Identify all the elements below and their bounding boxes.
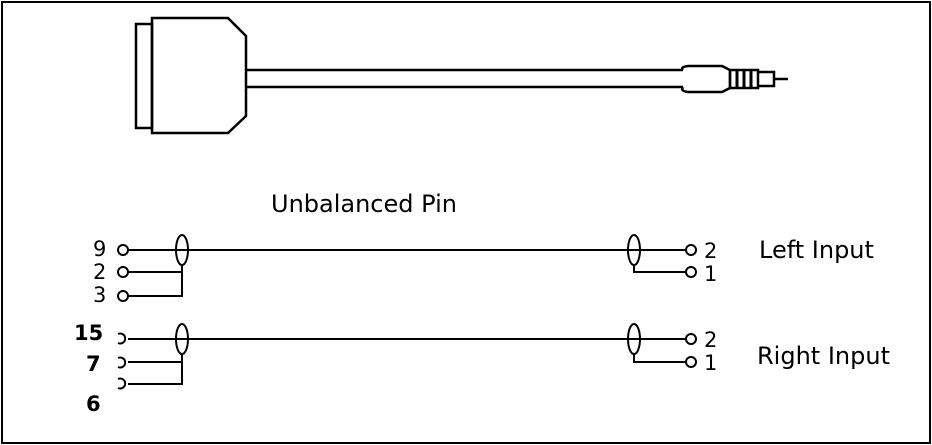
terminal-circle — [685, 356, 697, 368]
left-source-pin-3: 3 — [93, 283, 106, 307]
terminal-circle — [685, 333, 697, 345]
left-source-pin-1: 9 — [93, 237, 106, 261]
right-input-label: Right Input — [757, 342, 890, 370]
right-dest-pin-2: 1 — [704, 351, 717, 375]
cable-illustration — [134, 16, 788, 135]
right-channel: 15 7 6 2 1 Right Input — [74, 321, 890, 416]
terminal-circle — [685, 244, 697, 256]
right-return-wire — [633, 354, 686, 363]
left-ground-wires — [128, 265, 183, 297]
connector-body — [150, 16, 248, 135]
left-dest-pin-1: 2 — [704, 239, 717, 263]
terminal-half-circle — [117, 332, 127, 345]
left-dest-pin-2: 1 — [704, 262, 717, 286]
right-dest-pin-1: 2 — [704, 328, 717, 352]
terminal-half-circle — [117, 377, 127, 390]
right-ground-wires — [128, 354, 183, 385]
terminal-half-circle — [117, 356, 127, 369]
left-channel: 9 2 3 2 1 Left Input — [93, 234, 874, 307]
right-source-pin-2: 7 — [86, 352, 101, 376]
left-return-wire — [633, 265, 686, 273]
connector-flange — [134, 22, 154, 130]
diagram-title: Unbalanced Pin — [271, 190, 457, 218]
left-input-label: Left Input — [759, 236, 874, 264]
right-source-pin-1: 15 — [74, 321, 103, 345]
right-source-pin-3: 6 — [86, 392, 101, 416]
left-source-pin-2: 2 — [93, 260, 106, 284]
terminal-circle — [685, 266, 697, 278]
